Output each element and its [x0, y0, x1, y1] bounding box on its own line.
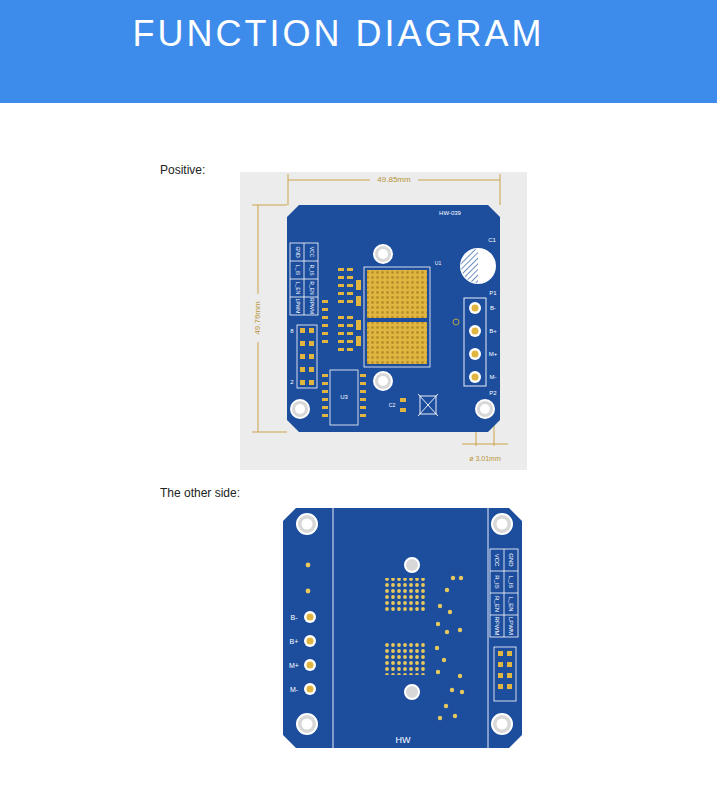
terminal-label: M+	[489, 351, 498, 357]
terminal-pads	[304, 611, 316, 695]
pin-name: RPWM	[309, 298, 314, 314]
polarity-mark	[453, 319, 459, 325]
photo-ground	[240, 172, 527, 470]
dimension-lines	[252, 174, 508, 446]
part-name: C1	[488, 237, 496, 243]
chip-pad	[367, 322, 427, 364]
vias	[306, 563, 465, 721]
terminal-label: M+	[289, 662, 299, 669]
terminal-block	[464, 298, 486, 386]
board-name: HW	[396, 736, 411, 745]
via-grid	[383, 642, 425, 675]
chip-outline	[364, 267, 430, 367]
capacitor	[460, 248, 496, 284]
chip-vias	[367, 322, 427, 364]
pin-name: L_IS	[295, 265, 300, 275]
pin-name: L_EN	[295, 282, 300, 295]
chip-pins	[322, 374, 406, 417]
terminal-pads	[469, 302, 481, 383]
section-label: Positive:	[160, 164, 205, 176]
dimension: 49.85mm	[377, 176, 410, 184]
pin-table	[290, 243, 318, 315]
part-name: C2	[389, 403, 395, 408]
pin-name: GND	[508, 553, 514, 566]
pin-name: LPWM	[508, 617, 514, 635]
dimension: 49.76mm	[254, 301, 262, 334]
pin-table	[490, 549, 518, 637]
pin-name: LPWM	[295, 299, 300, 314]
pin-name: VCC	[309, 247, 314, 258]
pcb-board	[287, 205, 500, 432]
pin-name: R_IS	[309, 264, 314, 275]
smd-pads	[322, 268, 361, 351]
part-name: P1	[489, 290, 496, 296]
section-label: The other side:	[160, 487, 240, 499]
chip-vias	[367, 270, 427, 318]
terminal-label: M-	[490, 374, 497, 380]
terminal-label: B-	[291, 614, 298, 621]
disposal-icon	[418, 394, 438, 416]
pin-number: 8	[290, 328, 293, 334]
header-outline	[297, 325, 317, 388]
pin-name: L_IS	[508, 576, 514, 588]
part-name: P2	[489, 390, 496, 396]
pin-name: R_IS	[494, 575, 500, 588]
terminal-label: B+	[290, 638, 299, 645]
header-pins	[300, 328, 314, 385]
terminal-label: M-	[290, 686, 298, 693]
dimension: ø 3.01mm	[469, 455, 501, 462]
chip-outline	[330, 370, 358, 425]
board-name: HW-039	[439, 210, 461, 216]
pin-name: R_EN	[309, 281, 314, 294]
page-title: FUNCTION DIAGRAM	[0, 14, 717, 54]
pin-number: 2	[290, 379, 293, 385]
silkscreen-lines	[333, 508, 488, 748]
pin-name: RPWM	[494, 617, 500, 636]
part-name: U1	[435, 261, 441, 266]
chip-pad	[367, 270, 427, 318]
header-pins	[498, 651, 512, 689]
mounting-holes	[291, 245, 494, 418]
terminal-label: B-	[490, 305, 496, 311]
part-name: U3	[340, 394, 348, 400]
pin-name: VCC	[494, 554, 500, 567]
pin-name: GND	[295, 246, 300, 257]
capacitor-mark	[461, 249, 478, 283]
pin-name: R_EN	[494, 596, 500, 612]
mounting-holes	[297, 514, 512, 734]
header-outline	[494, 647, 516, 701]
via-grid	[383, 578, 425, 611]
pcb-board	[283, 508, 522, 748]
pin-name: L_EN	[508, 596, 514, 611]
terminal-label: B+	[489, 328, 497, 334]
